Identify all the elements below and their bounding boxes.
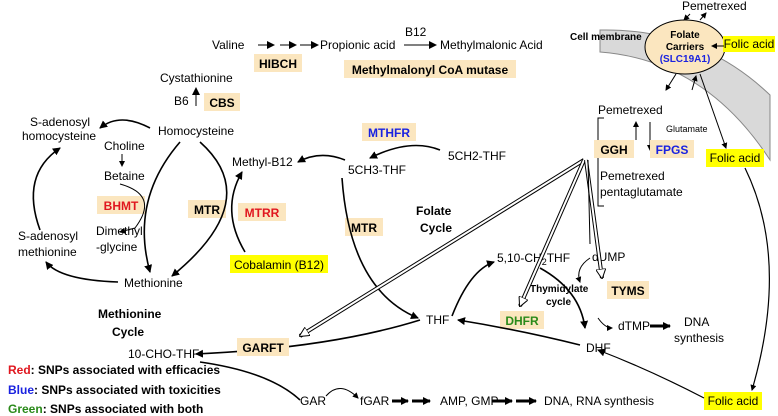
s-adenosyl-homocysteine-line2: homocysteine: [22, 129, 96, 143]
folate-carriers-line2: Carriers: [666, 42, 705, 53]
methionine: Methionine: [124, 276, 183, 290]
dna-rna-synthesis: DNA, RNA synthesis: [544, 394, 654, 408]
amp-gmp: AMP, GMP: [440, 394, 498, 408]
s-adenosyl-homocysteine-line1: S-adenosyl: [30, 115, 90, 129]
cbs-box: [204, 93, 240, 111]
folic-acid-box-mid: [706, 149, 764, 167]
fgar: fGAR: [360, 394, 390, 408]
mtrr-box: [238, 203, 286, 221]
garft-box: [237, 338, 289, 356]
dimethylglycine-line2: -glycine: [96, 240, 138, 254]
thf: THF: [426, 313, 449, 327]
folic-acid-box-bottom: [704, 392, 762, 410]
bhmt: BHMT: [104, 199, 139, 213]
mtr-right: MTR: [351, 221, 377, 235]
s-adenosyl-methionine-line1: S-adenosyl: [18, 229, 78, 243]
hibch-box: [254, 54, 302, 72]
pemetrexed-inside: Pemetrexed: [598, 103, 663, 117]
ggh: GGH: [600, 143, 627, 157]
thymidylate-cycle-line1: Thymidylate: [530, 284, 589, 295]
mthfr: MTHFR: [368, 126, 410, 140]
folic-acid-box-top: [723, 36, 775, 52]
methionine-cycle-line1: Methionine: [98, 307, 162, 321]
folate-cycle-line1: Folate: [416, 204, 452, 218]
folate-carriers-line1: Folate: [670, 30, 700, 41]
hibch: HIBCH: [259, 57, 297, 71]
cobalamin: Cobalamin (B12): [234, 258, 324, 272]
legend-blue: Blue: SNPs associated with toxicities: [8, 383, 221, 397]
dimethylglycine-line1: Dimethyl: [96, 224, 143, 238]
b6: B6: [174, 94, 189, 108]
folic-acid-bottom: Folic acid: [708, 394, 759, 408]
dtmp: dTMP: [618, 319, 650, 333]
5ch3-thf: 5CH3-THF: [348, 163, 406, 177]
methylmalonic-acid: Methylmalonic Acid: [440, 38, 543, 52]
mthfr-box: [362, 123, 416, 141]
pemetrexed-inhibition-arrows: [300, 158, 602, 338]
garft: GARFT: [242, 341, 284, 355]
s-adenosyl-methionine-line2: methionine: [18, 245, 77, 259]
5ch2-thf: 5CH2-THF: [448, 149, 506, 163]
mcm-box: [344, 60, 516, 78]
dhfr-box: [500, 311, 544, 329]
dna-synthesis-line2: synthesis: [674, 331, 724, 345]
b12-top: B12: [405, 25, 427, 39]
cystathionine: Cystathionine: [160, 71, 233, 85]
folic-acid-mid: Folic acid: [710, 151, 761, 165]
cbs: CBS: [209, 96, 234, 110]
slc19a1-gene: (SLC19A1): [660, 54, 711, 65]
methionine-cycle-line2: Cycle: [112, 325, 144, 339]
legend-red: Red: SNPs associated with efficacies: [8, 363, 220, 377]
folate-cycle-line2: Cycle: [420, 221, 452, 235]
cobalamin-box: [230, 255, 328, 273]
dhfr: DHFR: [505, 314, 539, 328]
methylmalonyl-coa-mutase: Methylmalonyl CoA mutase: [352, 63, 509, 77]
folic-acid-top: Folic acid: [724, 37, 775, 51]
cell-membrane-label: Cell membrane: [570, 32, 642, 43]
mtrr: MTRR: [245, 206, 280, 220]
fpgs-box: [650, 140, 694, 158]
pemetrexed-outside: Pemetrexed: [682, 0, 747, 13]
mtr-left: MTR: [194, 203, 220, 217]
tyms-box: [607, 281, 649, 299]
methylene-thf: 5,10-CH2THF: [497, 251, 570, 267]
betaine: Betaine: [104, 169, 145, 183]
valine: Valine: [212, 38, 245, 52]
choline: Choline: [104, 139, 145, 153]
mtr-box-right: [345, 218, 383, 236]
dna-synthesis-line1: DNA: [684, 315, 709, 329]
thymidylate-cycle-line2: cycle: [546, 297, 571, 308]
homocysteine: Homocysteine: [158, 124, 234, 138]
legend-green: Green: SNPs associated with both: [8, 402, 203, 416]
pentaglutamate-line2: pentaglutamate: [600, 185, 683, 199]
fpgs: FPGS: [656, 143, 689, 157]
propionic-acid: Propionic acid: [320, 38, 395, 52]
tyms: TYMS: [611, 284, 644, 298]
methyl-b12: Methyl-B12: [232, 155, 293, 169]
ggh-box: [594, 140, 634, 158]
bhmt-box: [97, 196, 145, 214]
pentaglutamate-line1: Pemetrexed: [600, 169, 665, 183]
mtr-box-left: [188, 200, 226, 218]
gar: GAR: [300, 394, 326, 408]
glutamate: Glutamate: [666, 124, 708, 134]
10-cho-thf: 10-CHO-THF: [128, 347, 199, 361]
